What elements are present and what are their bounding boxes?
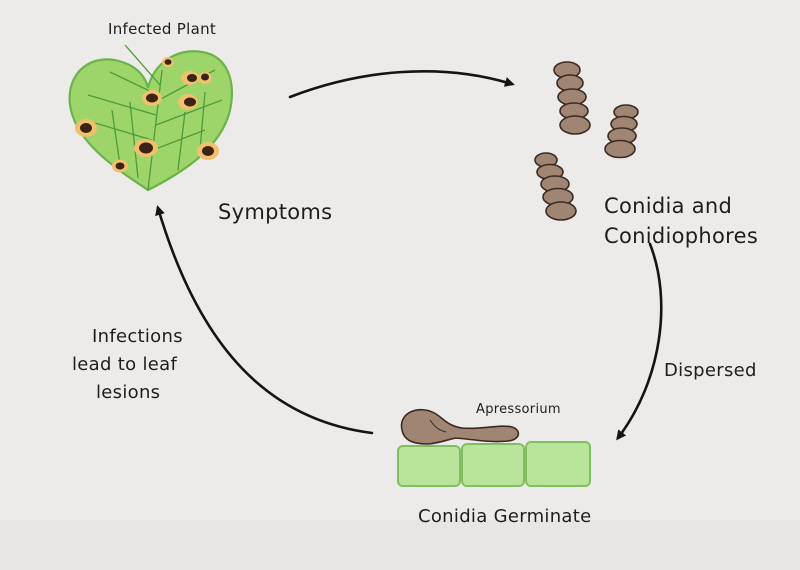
label-infections-line1: Infections — [92, 326, 183, 347]
label-dispersed: Dispersed — [664, 360, 757, 381]
cycle-arrows — [155, 70, 663, 441]
label-infections-line3: lesions — [96, 382, 161, 403]
label-infected-plant: Infected Plant — [108, 20, 217, 38]
label-conidia-line1: Conidia and — [604, 194, 733, 218]
label-infections-line2: lead to leaf — [72, 354, 178, 375]
infected-leaf-icon — [68, 44, 233, 192]
arrow-symptoms-to-conidia — [288, 70, 515, 99]
plant-cells-icon — [397, 441, 591, 487]
conidia-chains-icon — [534, 61, 639, 221]
germinating-conidium-icon — [400, 408, 520, 445]
label-apressorium: Apressorium — [476, 402, 561, 417]
label-conidia-line2: Conidiophores — [604, 224, 759, 248]
arrow-germinate-to-symptoms — [155, 205, 374, 435]
arrow-conidia-to-germinate — [616, 242, 663, 441]
label-symptoms: Symptoms — [218, 200, 333, 224]
label-conidia-germinate: Conidia Germinate — [418, 506, 592, 527]
